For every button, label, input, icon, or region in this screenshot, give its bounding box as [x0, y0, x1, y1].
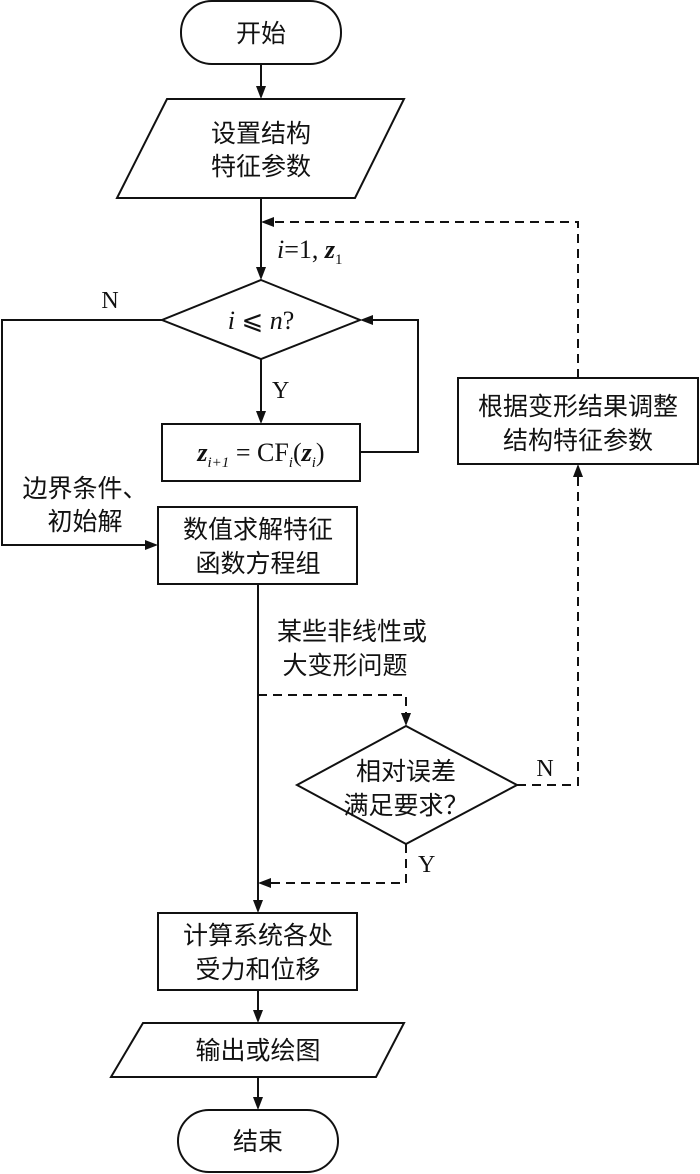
edge-params-to-cond [256, 198, 266, 280]
adjust-line-2: 结构特征参数 [503, 426, 653, 455]
arrow-head-icon [360, 315, 373, 325]
compute-node: 计算系统各处 受力和位移 [157, 912, 358, 991]
edge-update-loop-to-cond [360, 315, 419, 453]
compute-line-2: 受力和位移 [195, 955, 320, 984]
edge-solve-to-compute [253, 584, 263, 913]
boundary-label-line-2: 初始解 [47, 507, 122, 536]
arrow-head-icon [253, 1097, 263, 1110]
output-node: 输出或绘图 [109, 1022, 406, 1078]
edge-output-to-end [253, 1077, 263, 1110]
edge-cond-yes-to-update [256, 359, 266, 424]
svg-text:i ⩽ n?: i ⩽ n? [228, 306, 295, 335]
error-check-line-2: 满足要求？ [343, 791, 468, 820]
edge-compute-to-output [253, 990, 263, 1023]
edge-adjust-to-init [261, 217, 579, 378]
condition-i-le-n-node: i ⩽ n? [159, 278, 363, 361]
edge-solve-to-error-check [258, 694, 411, 726]
arrow-head-icon [256, 267, 266, 280]
output-label: 输出或绘图 [195, 1036, 320, 1065]
init-label: i=1, z1 [277, 235, 343, 268]
arrow-head-icon [253, 1010, 263, 1023]
cond-yes-label: Y [272, 378, 289, 404]
solve-node: 数值求解特征 函数方程组 [157, 506, 358, 585]
nonlinear-label-line-2: 大变形问题 [282, 651, 407, 680]
arrow-head-icon [253, 900, 263, 913]
cond-no-label: N [101, 288, 118, 314]
compute-line-1: 计算系统各处 [183, 921, 333, 950]
error-check-line-1: 相对误差 [356, 757, 456, 786]
end-label: 结束 [233, 1127, 283, 1156]
arrow-head-icon [256, 411, 266, 424]
arrow-head-icon [256, 86, 266, 99]
edge-cond-no-to-solve [1, 319, 162, 550]
solve-line-1: 数值求解特征 [183, 515, 333, 544]
set-params-node: 设置结构 特征参数 [115, 98, 406, 199]
boundary-label-line-1: 边界条件、 [22, 474, 147, 503]
adjust-params-node: 根据变形结果调整 结构特征参数 [457, 377, 699, 465]
error-no-label: N [536, 756, 553, 782]
solve-line-2: 函数方程组 [195, 549, 320, 578]
start-node: 开始 [180, 0, 342, 65]
end-node: 结束 [177, 1109, 339, 1173]
arrow-head-icon [258, 878, 271, 888]
set-params-line-2: 特征参数 [211, 152, 311, 181]
error-yes-label: Y [418, 852, 435, 878]
svg-text:zi+1 = CFi(zi): zi+1 = CFi(zi) [196, 438, 324, 471]
edge-error-yes-to-compute [258, 844, 407, 888]
adjust-line-1: 根据变形结果调整 [478, 392, 678, 421]
svg-text:i=1, z1: i=1, z1 [277, 235, 343, 268]
arrow-head-icon [261, 217, 274, 227]
arrow-head-icon [401, 713, 411, 726]
error-check-node: 相对误差 满足要求？ [294, 724, 520, 846]
start-label: 开始 [236, 19, 286, 48]
set-params-line-1: 设置结构 [211, 119, 311, 148]
edge-error-no-to-adjust [517, 464, 583, 786]
nonlinear-label-line-1: 某些非线性或 [277, 617, 427, 646]
arrow-head-icon [573, 464, 583, 477]
arrow-head-icon [145, 540, 158, 550]
edge-start-to-params [256, 64, 266, 99]
update-z-node: zi+1 = CFi(zi) [161, 423, 361, 482]
